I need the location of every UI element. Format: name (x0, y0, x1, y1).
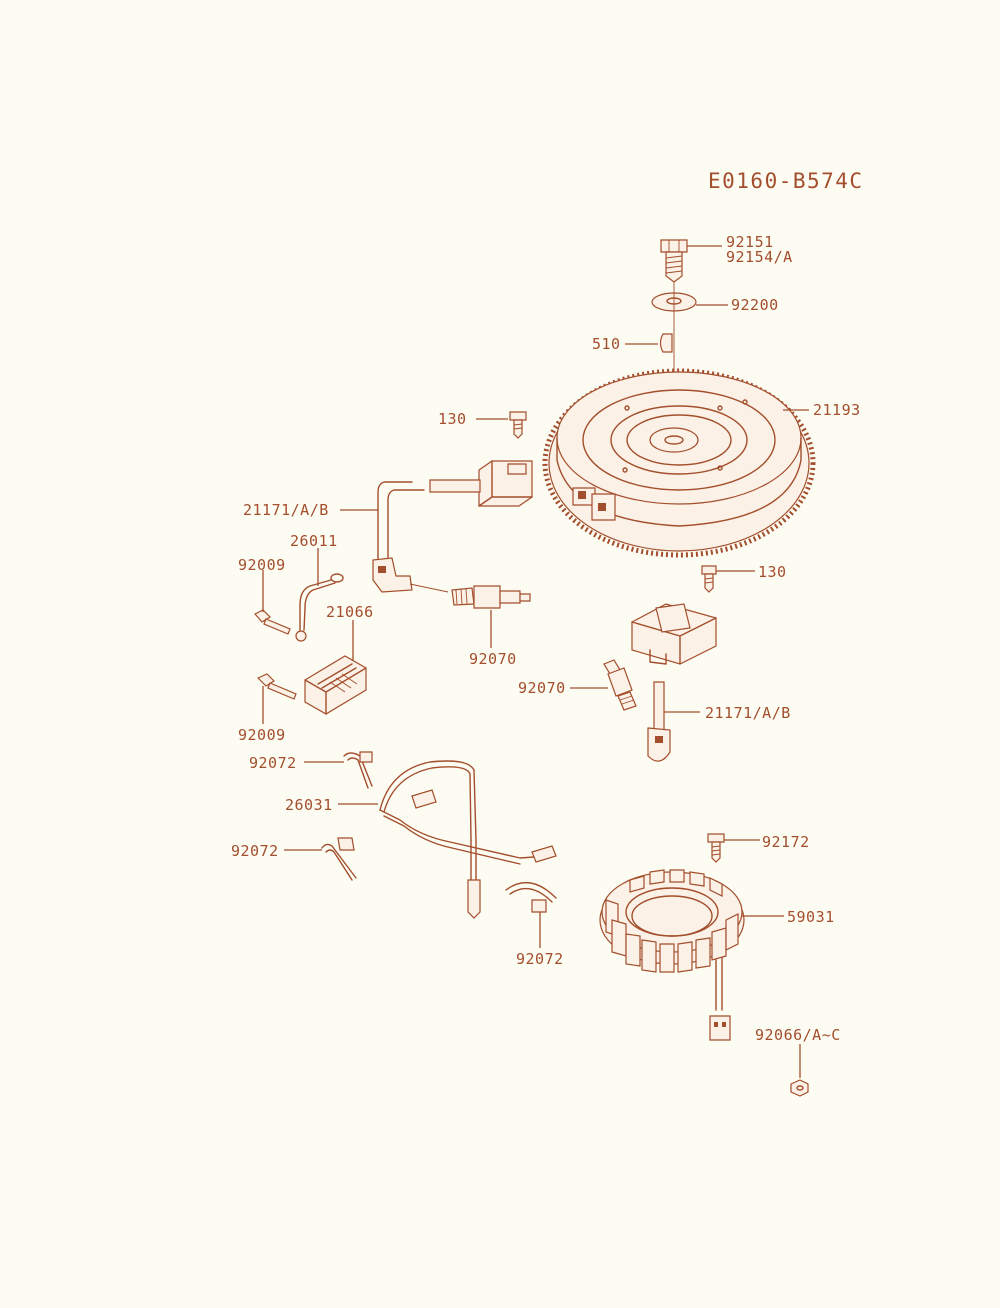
wire-clamp-top[interactable] (343, 751, 373, 789)
callout-130-top: 130 (438, 410, 467, 428)
ignition-coil-lower[interactable] (631, 603, 717, 762)
spark-plug-lower[interactable] (603, 659, 637, 711)
callout-130-lower: 130 (758, 563, 787, 581)
ignition-coil-upper[interactable] (372, 460, 533, 593)
stator-bolt[interactable] (707, 833, 725, 863)
regulator-screw-lower[interactable] (256, 673, 297, 700)
diagram-code: E0160-B574C (708, 169, 864, 193)
callout-92070-lower: 92070 (518, 679, 566, 697)
wire-clamp-mid[interactable] (321, 837, 357, 881)
callout-26031: 26031 (285, 796, 333, 814)
regulator-screw-upper[interactable] (254, 609, 291, 635)
callout-59031: 59031 (787, 908, 835, 926)
callout-92072-top: 92072 (249, 754, 297, 772)
callout-92072-bottom: 92072 (516, 950, 564, 968)
ground-lead[interactable] (295, 573, 344, 642)
callout-92172: 92172 (762, 833, 810, 851)
callout-26011: 26011 (290, 532, 338, 550)
callout-510: 510 (592, 335, 621, 353)
coil-screw-top[interactable] (509, 411, 527, 439)
hex-nut[interactable] (790, 1079, 809, 1097)
callout-92070-upper: 92070 (469, 650, 517, 668)
callout-92154a: 92154/A (726, 248, 793, 266)
wire-clamp-bottom[interactable] (505, 881, 557, 913)
callout-92009-upper: 92009 (238, 556, 286, 574)
callout-21171-lower: 21171/A/B (705, 704, 791, 722)
callout-92200: 92200 (731, 296, 779, 314)
spark-plug-upper[interactable] (451, 585, 531, 609)
callout-92151: 92151 (726, 233, 774, 251)
coil-screw-lower[interactable] (701, 565, 717, 593)
callout-21066: 21066 (326, 603, 374, 621)
callout-21171-upper: 21171/A/B (243, 501, 329, 519)
callout-92066: 92066/A~C (755, 1026, 841, 1044)
flywheel[interactable] (542, 368, 816, 558)
callout-92009-lower: 92009 (238, 726, 286, 744)
callout-21193: 21193 (813, 401, 861, 419)
wire-harness[interactable] (379, 760, 557, 919)
woodruff-key[interactable] (659, 333, 673, 353)
regulator[interactable] (304, 655, 367, 715)
stator[interactable] (599, 869, 745, 1041)
flywheel-bolt[interactable] (660, 239, 688, 283)
callout-92072-mid: 92072 (231, 842, 279, 860)
